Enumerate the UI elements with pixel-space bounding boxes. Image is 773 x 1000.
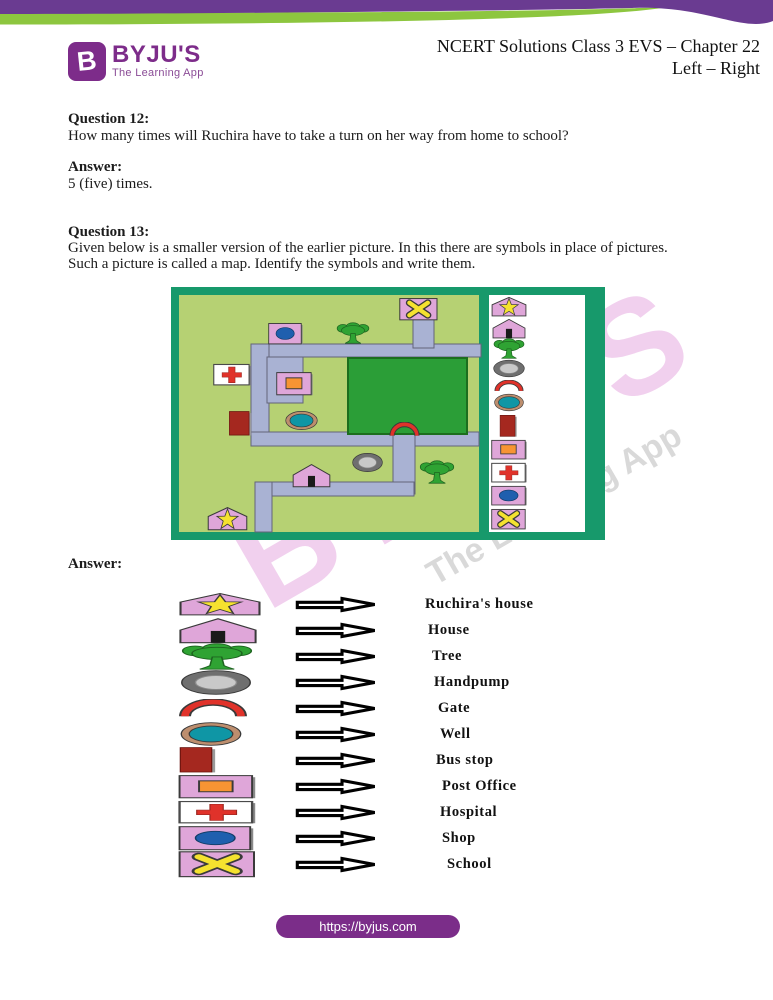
- panel-bus-stop-icon: [499, 415, 517, 437]
- arrow-right-icon: [293, 751, 379, 770]
- byjus-logo: B BYJU'S The Learning App: [68, 42, 204, 81]
- map-bus-stop-icon: [229, 411, 252, 436]
- legend-label: Hospital: [440, 803, 498, 820]
- map-handpump-icon: [352, 453, 383, 472]
- legend-label: House: [428, 621, 470, 638]
- well-icon: [178, 721, 270, 747]
- map-hospital-icon: [213, 363, 251, 386]
- ruchiras-house-icon: [178, 592, 270, 616]
- answer13-heading: Answer:: [68, 556, 123, 572]
- legend-label: Ruchira's house: [425, 595, 534, 612]
- legend-label: Shop: [442, 829, 476, 846]
- legend-label: Handpump: [434, 673, 510, 690]
- legend-row-tree: Tree: [178, 642, 534, 670]
- map-shop-icon: [268, 323, 303, 345]
- gate-icon: [178, 699, 270, 718]
- legend-row-shop: Shop: [178, 825, 534, 851]
- arrow-right-icon: [293, 595, 379, 614]
- question13-heading: Question 13:: [68, 224, 150, 240]
- legend-row-gate: Gate: [178, 695, 534, 721]
- panel-school-icon: [492, 509, 525, 529]
- legend-label: Well: [440, 725, 471, 742]
- legend-row-ruchiras-house: Ruchira's house: [178, 591, 534, 617]
- legend-row-well: Well: [178, 721, 534, 747]
- arrow-right-icon: [293, 621, 379, 640]
- map-field: [347, 357, 468, 435]
- question13-text-line2: Such a picture is called a map. Identify…: [68, 256, 476, 272]
- legend-row-hospital: Hospital: [178, 799, 534, 825]
- answer12-heading: Answer:: [68, 159, 123, 175]
- panel-post-office-icon: [491, 439, 527, 460]
- legend-label: Tree: [432, 647, 463, 664]
- arrow-right-icon: [293, 725, 379, 744]
- map-well-icon: [285, 411, 318, 430]
- panel-well-icon: [494, 393, 524, 412]
- school-icon: [178, 850, 270, 878]
- arrow-right-icon: [293, 699, 379, 718]
- tree-icon: [178, 642, 270, 670]
- panel-hospital-icon: [491, 462, 527, 483]
- legend-row-post-office: Post Office: [178, 773, 534, 799]
- byjus-tagline-text: The Learning App: [112, 67, 204, 79]
- legend-row-house: House: [178, 617, 534, 644]
- panel-shop-icon: [491, 485, 527, 506]
- legend-row-school: School: [178, 851, 534, 877]
- legend-label: Bus stop: [436, 751, 494, 768]
- question13-text-line1: Given below is a smaller version of the …: [68, 240, 668, 256]
- byjus-logo-mark-icon: B: [68, 42, 106, 81]
- arrow-right-icon: [293, 777, 379, 796]
- legend-label: Post Office: [442, 777, 517, 794]
- document-title-line1: NCERT Solutions Class 3 EVS – Chapter 22: [436, 36, 760, 56]
- post-office-icon: [178, 774, 270, 799]
- legend-label: School: [447, 855, 492, 872]
- hospital-icon: [178, 800, 270, 824]
- arrow-right-icon: [293, 673, 379, 692]
- map-post-office-icon: [276, 372, 313, 396]
- header-banner: [0, 0, 773, 25]
- arrow-right-icon: [293, 803, 379, 822]
- header-green-band: [0, 7, 668, 25]
- legend-row-bus-stop: Bus stop: [178, 747, 534, 773]
- arrow-right-icon: [293, 829, 379, 848]
- document-title-line2: Left – Right: [672, 58, 760, 78]
- shop-icon: [178, 825, 270, 851]
- answer13-legend: Ruchira's house House Tree Handpump Gate…: [178, 591, 534, 877]
- question12-text: How many times will Ruchira have to take…: [68, 128, 569, 144]
- bus-stop-icon: [178, 746, 270, 774]
- question12-heading: Question 12:: [68, 111, 150, 127]
- document-title: NCERT Solutions Class 3 EVS – Chapter 22…: [437, 35, 760, 79]
- map-figure: [171, 287, 605, 540]
- map-school-icon: [400, 299, 437, 320]
- answer12-text: 5 (five) times.: [68, 176, 153, 192]
- header-purple-band: [0, 0, 773, 25]
- legend-label: Gate: [438, 699, 471, 716]
- panel-handpump-icon: [493, 359, 525, 378]
- footer-link[interactable]: https://byjus.com: [276, 915, 460, 938]
- arrow-right-icon: [293, 855, 379, 874]
- arrow-right-icon: [293, 647, 379, 666]
- handpump-icon: [178, 669, 270, 696]
- legend-row-handpump: Handpump: [178, 669, 534, 695]
- house-icon: [178, 617, 270, 644]
- byjus-b-glyph: B: [75, 45, 99, 77]
- byjus-brand-text: BYJU'S: [112, 41, 201, 68]
